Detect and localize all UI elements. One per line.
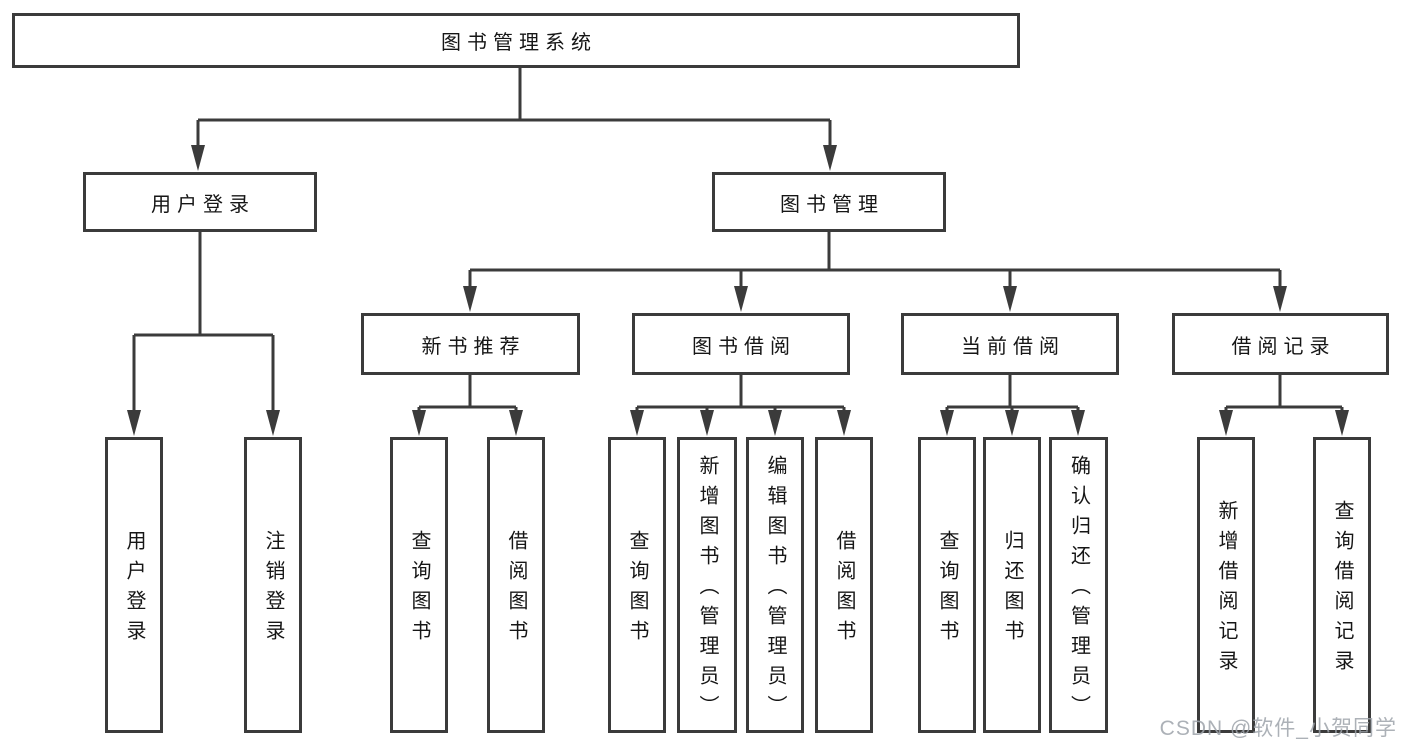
node-label: 归还图书 — [1001, 530, 1023, 650]
node-leaf-borrow-books-recommend: 借阅图书 — [487, 437, 545, 733]
node-leaf-confirm-return-admin: 确认归还（管理员） — [1049, 437, 1108, 733]
node-label: 编辑图书（管理员） — [764, 455, 786, 725]
node-label: 查询图书 — [936, 530, 958, 650]
node-leaf-query-books-current: 查询图书 — [918, 437, 976, 733]
node-book-borrowing: 图书借阅 — [632, 313, 850, 375]
node-leaf-return-books: 归还图书 — [983, 437, 1041, 733]
node-leaf-add-books-admin: 新增图书（管理员） — [677, 437, 737, 733]
node-label: 用户登录 — [123, 530, 145, 650]
node-label: 借阅图书 — [505, 530, 527, 650]
node-leaf-user-login: 用户登录 — [105, 437, 163, 733]
node-label: 借阅记录 — [1231, 335, 1336, 358]
node-label: 确认归还（管理员） — [1067, 455, 1090, 725]
node-leaf-query-books-borrow: 查询图书 — [608, 437, 666, 733]
node-label: 新书推荐 — [421, 335, 526, 358]
node-label: 借阅图书 — [833, 530, 855, 650]
node-library-system: 图书管理系统 — [12, 13, 1020, 68]
node-leaf-add-borrow-record: 新增借阅记录 — [1197, 437, 1255, 733]
node-book-management: 图书管理 — [712, 172, 946, 232]
node-leaf-borrow-books: 借阅图书 — [815, 437, 873, 733]
node-label: 查询借阅记录 — [1331, 500, 1353, 680]
node-new-book-recommendation: 新书推荐 — [361, 313, 580, 375]
node-label: 查询图书 — [408, 530, 430, 650]
watermark-text: CSDN @软件_小贺同学 — [1159, 717, 1397, 740]
node-user-login: 用户登录 — [83, 172, 317, 232]
node-label: 用户登录 — [151, 193, 255, 216]
node-leaf-query-borrow-record: 查询借阅记录 — [1313, 437, 1371, 733]
node-leaf-logout: 注销登录 — [244, 437, 302, 733]
node-label: 注销登录 — [262, 530, 284, 650]
node-leaf-query-books-recommend: 查询图书 — [390, 437, 448, 733]
node-label: 新增借阅记录 — [1215, 500, 1237, 680]
node-label: 当前借阅 — [961, 335, 1065, 358]
node-label: 新增图书（管理员） — [696, 455, 718, 725]
node-current-borrowing: 当前借阅 — [901, 313, 1119, 375]
node-borrowing-records: 借阅记录 — [1172, 313, 1389, 375]
node-leaf-edit-books-admin: 编辑图书（管理员） — [746, 437, 804, 733]
node-label: 查询图书 — [626, 530, 648, 650]
node-label: 图书管理系统 — [441, 32, 597, 54]
node-label: 图书管理 — [780, 193, 884, 216]
node-label: 图书借阅 — [692, 335, 796, 358]
